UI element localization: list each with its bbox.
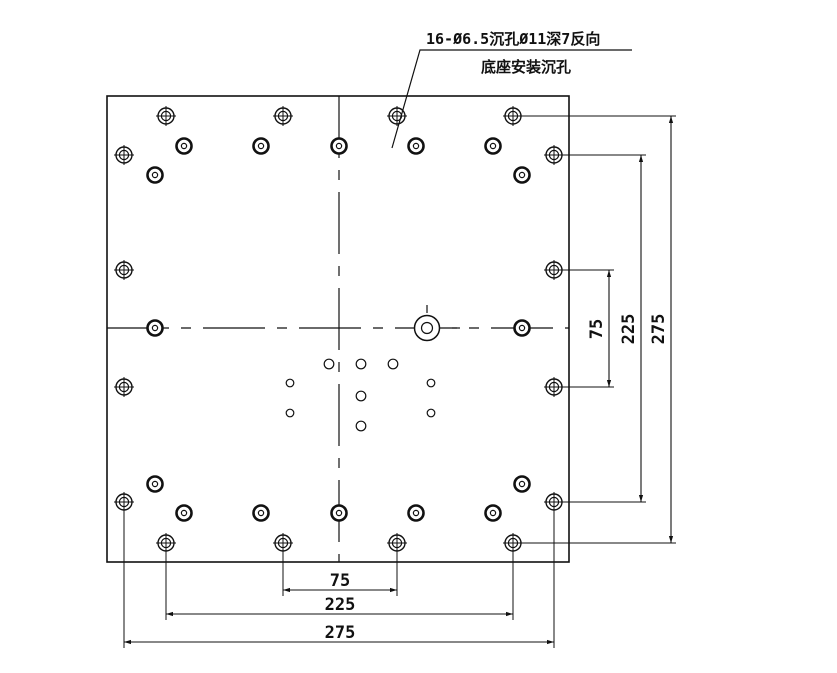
threaded-hole — [330, 137, 348, 155]
threaded-hole — [513, 166, 531, 184]
right-extension-lines — [522, 115, 676, 544]
dim-bottom-275: 275 — [325, 623, 356, 643]
threaded-hole — [407, 137, 425, 155]
countersunk-hole — [273, 533, 293, 553]
pin-hole — [355, 358, 367, 370]
pin-hole — [285, 378, 295, 388]
threaded-hole — [330, 504, 348, 522]
small-hole-group — [285, 358, 436, 432]
dim-bottom-225: 225 — [325, 595, 356, 615]
countersunk-hole — [273, 106, 293, 126]
dim-right-275: 275 — [649, 314, 669, 345]
countersunk-hole — [503, 533, 523, 553]
dim-right-225: 225 — [619, 314, 639, 345]
countersunk-hole — [503, 106, 523, 126]
countersunk-hole — [544, 377, 564, 397]
threaded-hole — [407, 504, 425, 522]
threaded-hole — [146, 166, 164, 184]
countersunk-hole — [114, 145, 134, 165]
threaded-hole — [175, 137, 193, 155]
threaded-hole — [252, 504, 270, 522]
countersunk-hole — [156, 106, 176, 126]
pin-hole — [387, 358, 399, 370]
threaded-hole — [484, 504, 502, 522]
pin-hole — [355, 420, 367, 432]
hub-axis-marks — [426, 305, 460, 329]
pin-hole — [355, 390, 367, 402]
callout-line1: 16-Ø6.5沉孔Ø11深7反向 — [426, 30, 600, 48]
center-hub — [413, 314, 441, 342]
countersunk-hole — [114, 492, 134, 512]
pin-hole — [426, 378, 436, 388]
threaded-hole — [146, 319, 164, 337]
pin-hole — [323, 358, 335, 370]
countersunk-hole — [156, 533, 176, 553]
pin-hole — [285, 408, 295, 418]
dim-right-75: 75 — [587, 319, 607, 339]
threaded-hole — [513, 475, 531, 493]
center-lines — [107, 96, 569, 562]
callout-leader — [391, 49, 632, 149]
callout-line2: 底座安装沉孔 — [481, 58, 571, 76]
dim-bottom-75: 75 — [330, 571, 350, 591]
countersunk-hole — [387, 533, 407, 553]
threaded-hole — [484, 137, 502, 155]
pin-hole — [426, 408, 436, 418]
plate-outline — [106, 95, 570, 563]
threaded-hole — [146, 475, 164, 493]
threaded-hole — [513, 319, 531, 337]
threaded-hole — [252, 137, 270, 155]
countersunk-hole — [387, 106, 407, 126]
dimension-lines — [124, 116, 674, 645]
countersunk-hole — [114, 377, 134, 397]
countersunk-hole — [544, 145, 564, 165]
threaded-hole — [175, 504, 193, 522]
countersunk-hole — [114, 260, 134, 280]
hole-group — [114, 106, 564, 553]
